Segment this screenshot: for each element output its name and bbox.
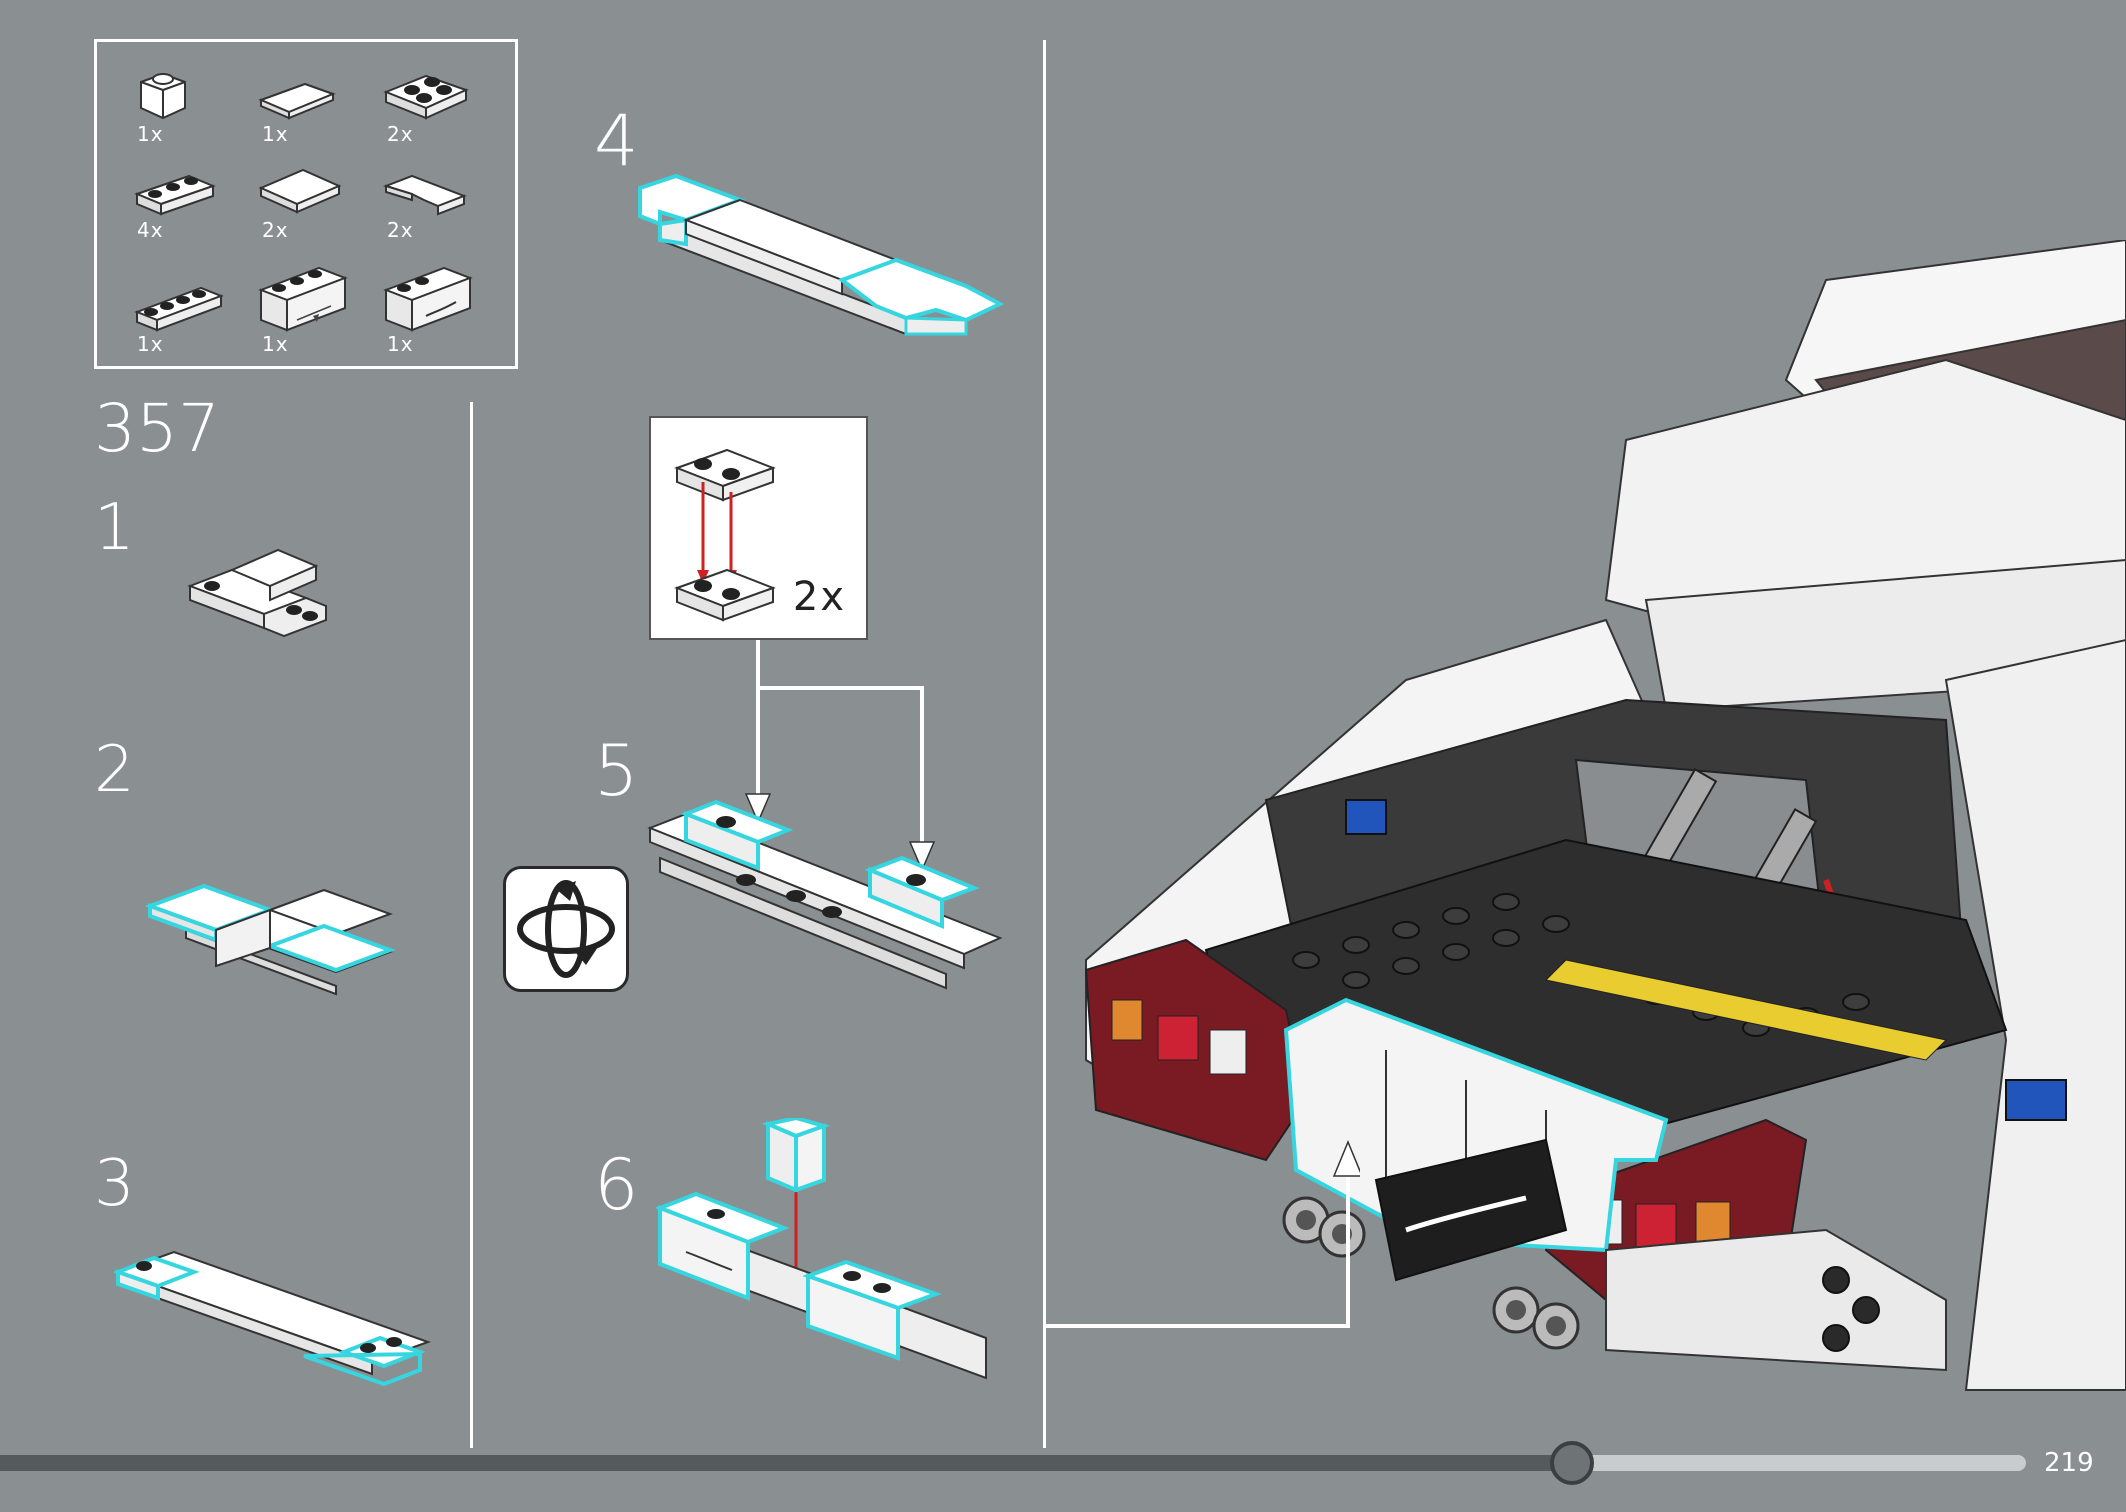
part-qty: 1x [137,332,164,356]
callout-box: 2x [649,416,868,640]
substep-3-number: 3 [94,1147,135,1221]
printed-brick-countach-icon [383,266,473,332]
substep-6-number: 6 [594,1144,639,1226]
callout-arrows [744,640,936,872]
substep-4-assembly [637,173,1005,336]
part-qty: 1x [262,332,289,356]
substep-2-number: 2 [94,733,135,807]
tile-1x2-icon [258,82,336,120]
substep-2-assembly [146,883,396,996]
printed-brick-lamborghini-icon [258,266,348,332]
part-qty: 2x [262,218,289,242]
part-qty: 4x [137,218,164,242]
page-number: 219 [2044,1448,2094,1478]
rotate-model-icon [503,866,629,992]
rotate-arrows-icon [517,880,615,978]
substep-1-number: 1 [94,491,135,565]
divider-right [1043,40,1046,1448]
brick-1x1-icon [140,72,186,120]
progress-bar-remaining [1572,1455,2026,1471]
car-rear-model [1084,240,2126,1391]
substep-4-number: 4 [594,100,639,182]
substep-5-number: 5 [594,730,639,812]
parts-list-box: 1x 1x 2x 4x 2x 2x 1x [94,39,518,369]
substep-5-assembly [647,799,1003,990]
assembly-pointer-arrow [1044,1140,1360,1328]
step-number: 357 [94,390,220,467]
progress-bar-filled [0,1455,1572,1471]
plate-1x3-icon [134,174,216,216]
tile-corner-icon [382,174,467,216]
substep-1-assembly [187,548,327,638]
divider-left [470,402,473,1448]
plate-2x2-icon [383,74,469,120]
substep-3-assembly [114,1250,431,1387]
substep-6-assembly [656,1118,987,1380]
callout-assembly [674,448,776,622]
plate-1x4-icon [134,286,224,332]
part-qty: 2x [387,122,414,146]
callout-multiplier: 2x [792,574,846,620]
progress-slider-knob[interactable] [1550,1441,1594,1485]
part-qty: 1x [387,332,414,356]
tile-2x2-icon [258,168,342,214]
part-qty: 1x [262,122,289,146]
part-qty: 2x [387,218,414,242]
part-qty: 1x [137,122,164,146]
